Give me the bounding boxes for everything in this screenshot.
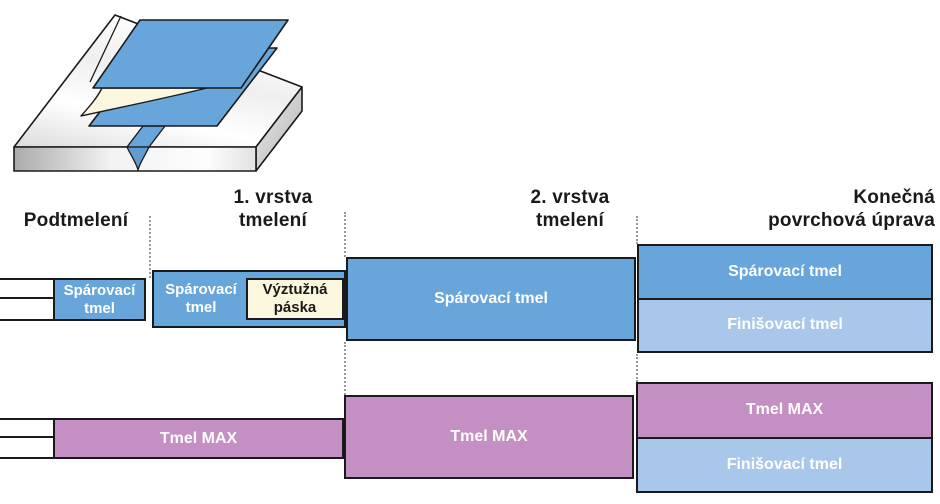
box-label: Finišovací tmel xyxy=(726,455,843,473)
stage-header-line: 1. vrstva xyxy=(233,187,313,208)
undercoat-sparovaci-box: Spárovací tmel xyxy=(53,278,146,321)
box-label: Tmel MAX xyxy=(159,429,238,447)
box-label: Tmel MAX xyxy=(745,401,824,419)
board-edge-lines-bottom xyxy=(0,418,55,459)
box-label: Výztužná páska xyxy=(262,281,328,316)
reinforcing-tape-layer xyxy=(80,87,208,117)
box-label: Tmel MAX xyxy=(450,428,528,445)
board-joint-line xyxy=(0,297,55,299)
stage-header-line: 2. vrstva xyxy=(530,187,610,208)
first-layer-box: Spárovací tmel Výztužná páska xyxy=(152,270,346,328)
final-sparovaci-half: Spárovací tmel xyxy=(639,246,931,300)
vyztuzna-paska-box: Výztužná páska xyxy=(246,278,344,320)
stage-header-line: povrchová úprava xyxy=(768,210,935,231)
final-surface-bottom-column: Tmel MAX Finišovací tmel xyxy=(636,382,933,493)
stage-separator-dotted xyxy=(149,216,151,278)
stage-header-1-vrstva: 1. vrstva tmelení xyxy=(193,186,353,232)
stage-separator-dotted xyxy=(636,216,638,244)
stage-header-line: Konečná xyxy=(853,187,935,208)
stage-header-line: tmelení xyxy=(239,210,307,231)
box-label: Spárovací tmel xyxy=(165,281,237,316)
box-label: Spárovací tmel xyxy=(63,281,136,317)
board-edge-line xyxy=(89,15,122,83)
box-label: Spárovací tmel xyxy=(728,262,842,280)
final-finisovaci-half: Finišovací tmel xyxy=(638,438,931,491)
final-tmel-max-half: Tmel MAX xyxy=(638,384,931,439)
box-label: Finišovací tmel xyxy=(727,316,843,334)
board-edge-lines-top xyxy=(0,278,55,321)
stage-separator-dotted xyxy=(344,212,346,257)
second-layer-sparovaci-box: Spárovací tmel xyxy=(346,257,636,341)
stage-header-podtmeleni: Podtmelení xyxy=(23,210,129,231)
stage-separator-dotted xyxy=(636,354,638,382)
box-label: Spárovací tmel xyxy=(434,290,548,307)
stage-header-2-vrstva: 2. vrstva tmelení xyxy=(490,186,650,232)
stage-separator-dotted xyxy=(344,342,346,395)
board-joint-line xyxy=(0,436,55,438)
joint-v-groove xyxy=(126,146,150,171)
undercoat-tmel-max-box: Tmel MAX xyxy=(53,418,344,459)
top-coat-layer xyxy=(92,19,289,89)
stage-header-konecna: Konečná povrchová úprava xyxy=(650,186,935,232)
final-finisovaci-half: Finišovací tmel xyxy=(639,299,931,351)
stage-header-line: tmelení xyxy=(536,210,604,231)
final-surface-top-column: Spárovací tmel Finišovací tmel xyxy=(637,244,933,353)
second-layer-tmel-max-box: Tmel MAX xyxy=(344,395,634,479)
joint-layers-illustration xyxy=(13,14,303,172)
